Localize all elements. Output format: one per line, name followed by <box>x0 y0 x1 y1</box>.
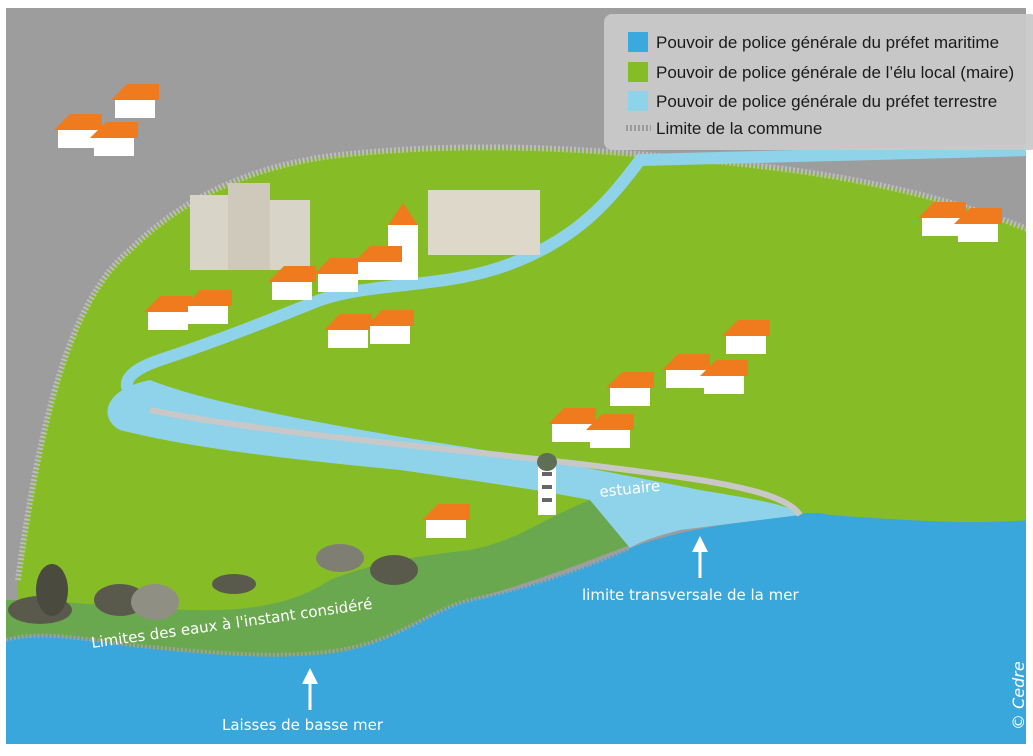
legend-label-mayor: Pouvoir de police générale de l’élu loca… <box>656 63 1014 82</box>
legend-label-boundary: Limite de la commune <box>656 119 822 138</box>
legend-swatch-terrestrial <box>628 91 648 111</box>
legend-label-maritime: Pouvoir de police générale du préfet mar… <box>656 33 999 52</box>
houses <box>54 84 1002 538</box>
house <box>314 258 362 292</box>
low-tide-line <box>6 546 631 657</box>
house <box>954 208 1002 242</box>
house <box>324 314 372 348</box>
house <box>184 290 232 324</box>
transverse-limit-arrow <box>692 536 708 578</box>
house <box>422 504 470 538</box>
estuary-area <box>107 380 800 548</box>
rocks <box>8 544 418 624</box>
credit-text: © Cedre <box>1009 661 1028 730</box>
house <box>354 246 402 280</box>
lighthouse <box>537 453 557 515</box>
house <box>722 320 770 354</box>
transverse-limit-label: limite transversale de la mer <box>582 586 799 604</box>
house <box>662 354 710 388</box>
house <box>268 266 316 300</box>
river-bank <box>149 407 803 517</box>
low-tide-arrow <box>302 668 318 710</box>
sea-area <box>6 512 1026 744</box>
commune-land <box>18 147 1026 646</box>
house <box>700 360 748 394</box>
house <box>144 296 192 330</box>
house <box>918 202 966 236</box>
legend-swatch-mayor <box>628 62 648 82</box>
legend-swatch-maritime <box>628 32 648 52</box>
house <box>54 114 102 148</box>
low-tide-label: Laisses de basse mer <box>222 716 384 734</box>
house <box>90 122 138 156</box>
house <box>366 310 414 344</box>
legend: Pouvoir de police générale du préfet mar… <box>604 14 1033 150</box>
house <box>548 408 596 442</box>
commune-boundary-line <box>15 144 1026 581</box>
house <box>606 372 654 406</box>
legend-label-terrestrial: Pouvoir de police générale du préfet ter… <box>656 92 997 111</box>
house <box>111 84 159 118</box>
river <box>120 144 1026 406</box>
house <box>586 414 634 448</box>
